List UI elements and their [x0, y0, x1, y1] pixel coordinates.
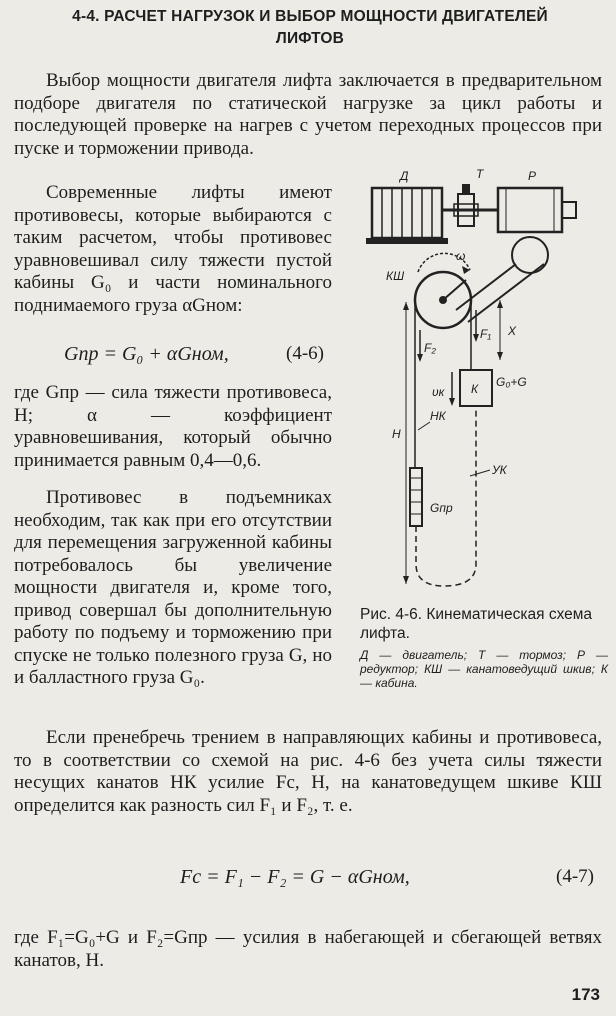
equation-4-7-number: (4-7)	[556, 866, 594, 887]
paragraph-counterweight-intro: Современные лифты имеют противовесы, кот…	[14, 182, 332, 316]
equation-4-6: Gпр = G₀ + αGном,	[64, 343, 229, 365]
counterweight-shape	[409, 467, 423, 527]
label-counterweight: Gпр	[430, 501, 453, 515]
label-cabin: К	[471, 382, 479, 396]
page-number: 173	[571, 985, 600, 1004]
section-title-line-1: 4-4. РАСЧЕТ НАГРУЗОК И ВЫБОР МОЩНОСТИ ДВ…	[72, 8, 548, 25]
paragraph-counterweight-need: Противовес в подъемниках необходим, так …	[14, 487, 332, 688]
label-f1: F₁	[480, 327, 491, 341]
paragraph-definitions: где Gпр — сила тяжести противовеса, Н; α…	[14, 382, 332, 471]
reducer-shape	[496, 186, 577, 234]
motor-shape	[366, 186, 448, 244]
figure-legend: Д — двигатель; Т — тормоз; Р — редуктор;…	[360, 648, 608, 690]
paragraph-force-derivation: Если пренебречь трением в направляющих к…	[14, 727, 602, 816]
label-hk: НК	[430, 409, 447, 423]
label-f2: F₂	[424, 341, 436, 355]
equation-4-7: Fс = F₁ − F₂ = G − αGном,	[180, 866, 410, 888]
label-sheave: КШ	[386, 269, 405, 283]
section-title-line-2: ЛИФТОВ	[275, 30, 345, 47]
label-cabin-load: G₀+G	[496, 375, 527, 389]
balancing-rope	[415, 406, 477, 587]
figure-caption: Рис. 4-6. Кинематическая схема лифта.	[360, 606, 593, 642]
paragraph-force-definitions: где F₁=G₀+G и F₂=Gпр — усилия в набегающ…	[14, 927, 602, 971]
brake-shape	[453, 184, 479, 227]
label-x: X	[507, 324, 517, 338]
elevator-kinematic-diagram: Д Т Р ω КШ F₁ F₂ X υк К G₀+G Н НК УК Gпр	[366, 167, 577, 587]
label-vk: υк	[432, 385, 446, 399]
reducer-pulley	[511, 236, 549, 274]
label-brake: Т	[476, 167, 485, 181]
label-uk: УК	[491, 463, 508, 477]
label-omega: ω	[456, 249, 465, 263]
sheave-shape	[413, 270, 473, 330]
section-heading: 4-4. РАСЧЕТ НАГРУЗОК И ВЫБОР МОЩНОСТИ ДВ…	[20, 6, 600, 50]
equation-4-6-number: (4-6)	[286, 343, 324, 364]
label-h: Н	[392, 427, 401, 441]
label-reducer: Р	[528, 169, 536, 183]
label-motor: Д	[398, 169, 409, 183]
paragraph-intro: Выбор мощности двигателя лифта заключает…	[14, 70, 602, 159]
